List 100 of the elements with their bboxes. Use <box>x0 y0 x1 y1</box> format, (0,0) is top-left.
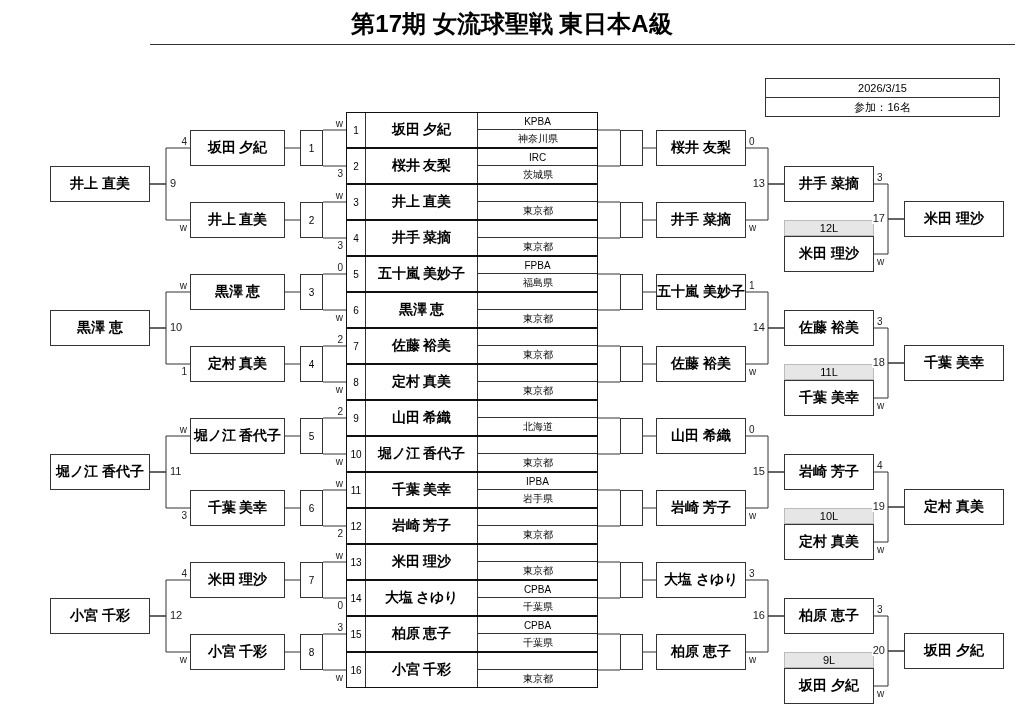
bracket-line <box>597 525 621 527</box>
match-box <box>620 634 643 670</box>
prefecture: 東京都 <box>521 455 554 470</box>
score-label: w <box>876 688 886 699</box>
player-name: 千葉 美幸 <box>784 380 874 416</box>
player-name: 井上 直美 <box>366 185 478 219</box>
prefecture: 東京都 <box>521 311 554 326</box>
bracket-line <box>642 291 657 293</box>
seed-number: 14 <box>347 581 366 615</box>
bracket-line <box>149 471 191 509</box>
player-name: 米田 理沙 <box>784 236 874 272</box>
player-name: 大塩 さゆり <box>366 581 478 615</box>
player-box: 岩崎 芳子 <box>784 454 874 490</box>
loss-source-tag: 11L <box>784 364 874 380</box>
match-number: 12 <box>169 610 184 621</box>
entry-row <box>346 652 598 688</box>
match-number: 8 <box>300 634 323 670</box>
bracket-line <box>322 489 347 491</box>
entry-row <box>346 148 598 184</box>
entry-row <box>346 292 598 328</box>
bracket-line <box>284 435 301 437</box>
player-box: 小宮 千彩 <box>50 598 150 634</box>
player-box: 井手 菜摘 <box>656 202 746 238</box>
score-label: 2 <box>336 528 344 539</box>
bracket-line <box>322 669 347 671</box>
bracket-line <box>597 201 621 203</box>
seed-number: 5 <box>347 257 366 291</box>
player-box: 坂田 夕紀 <box>190 130 285 166</box>
prefecture: 神奈川県 <box>516 131 559 146</box>
seed-number: 16 <box>347 653 366 687</box>
player-box: 堀ノ江 香代子 <box>190 418 285 454</box>
prefecture: 東京都 <box>521 383 554 398</box>
prefecture: 東京都 <box>521 671 554 686</box>
score-label: w <box>334 384 344 395</box>
prefecture: 茨城県 <box>521 167 554 182</box>
seed-number: 9 <box>347 401 366 435</box>
prefecture: 北海道 <box>521 419 554 434</box>
match-number: 3 <box>300 274 323 310</box>
player-name: 柏原 恵子 <box>366 617 478 651</box>
player-box <box>784 220 874 272</box>
entry-row <box>346 472 598 508</box>
match-box <box>620 130 643 166</box>
player-box: 佐藤 裕美 <box>656 346 746 382</box>
match-number: 5 <box>300 418 323 454</box>
player-name: 佐藤 裕美 <box>366 329 478 363</box>
bracket-line <box>284 219 301 221</box>
match-number: 10 <box>169 322 184 333</box>
player-name: 岩崎 芳子 <box>366 509 478 543</box>
seed-number: 2 <box>347 149 366 183</box>
bracket-line <box>322 129 347 131</box>
match-number: 9 <box>169 178 178 189</box>
player-name: 小宮 千彩 <box>366 653 478 687</box>
bracket-line <box>149 327 191 365</box>
prefecture: 東京都 <box>521 203 554 218</box>
seed-number: 11 <box>347 473 366 507</box>
entry-row <box>346 220 598 256</box>
score-label: 0 <box>336 262 344 273</box>
bracket-line <box>322 597 347 599</box>
score-label: w <box>178 424 188 435</box>
prefecture: 千葉県 <box>521 599 554 614</box>
seed-number: 12 <box>347 509 366 543</box>
player-box: 大塩 さゆり <box>656 562 746 598</box>
bracket-line <box>745 471 785 509</box>
score-label: w <box>334 456 344 467</box>
match-box <box>620 274 643 310</box>
match-number: 6 <box>300 490 323 526</box>
bracket-line <box>284 507 301 509</box>
score-label: 3 <box>336 240 344 251</box>
seed-number: 3 <box>347 185 366 219</box>
player-box: 米田 理沙 <box>190 562 285 598</box>
bracket-line <box>597 561 621 563</box>
seed-number: 13 <box>347 545 366 579</box>
bracket-line <box>642 147 657 149</box>
bracket-line <box>322 201 347 203</box>
player-name: 山田 希織 <box>366 401 478 435</box>
player-name: 黒澤 恵 <box>366 293 478 327</box>
affiliation: FPBA <box>523 258 552 273</box>
match-box <box>620 202 643 238</box>
score-label: 3 <box>748 568 756 579</box>
bracket-line <box>597 597 621 599</box>
score-label: w <box>334 118 344 129</box>
bracket-line <box>322 525 347 527</box>
bracket-line <box>322 453 347 455</box>
match-number: 2 <box>300 202 323 238</box>
loss-source-tag: 10L <box>784 508 874 524</box>
match-number: 15 <box>751 466 766 477</box>
bracket-line <box>597 165 621 167</box>
player-box: 桜井 友梨 <box>656 130 746 166</box>
bracket-line <box>597 381 621 383</box>
score-label: 2 <box>336 334 344 345</box>
bracket-line <box>597 453 621 455</box>
player-name: 桜井 友梨 <box>366 149 478 183</box>
prefecture: 福島県 <box>521 275 554 290</box>
affiliation: IPBA <box>525 474 550 489</box>
prefecture: 東京都 <box>521 527 554 542</box>
score-label: 4 <box>876 460 884 471</box>
score-label: 3 <box>876 316 884 327</box>
bracket-line <box>597 669 621 671</box>
bracket-line <box>642 219 657 221</box>
score-label: w <box>334 312 344 323</box>
